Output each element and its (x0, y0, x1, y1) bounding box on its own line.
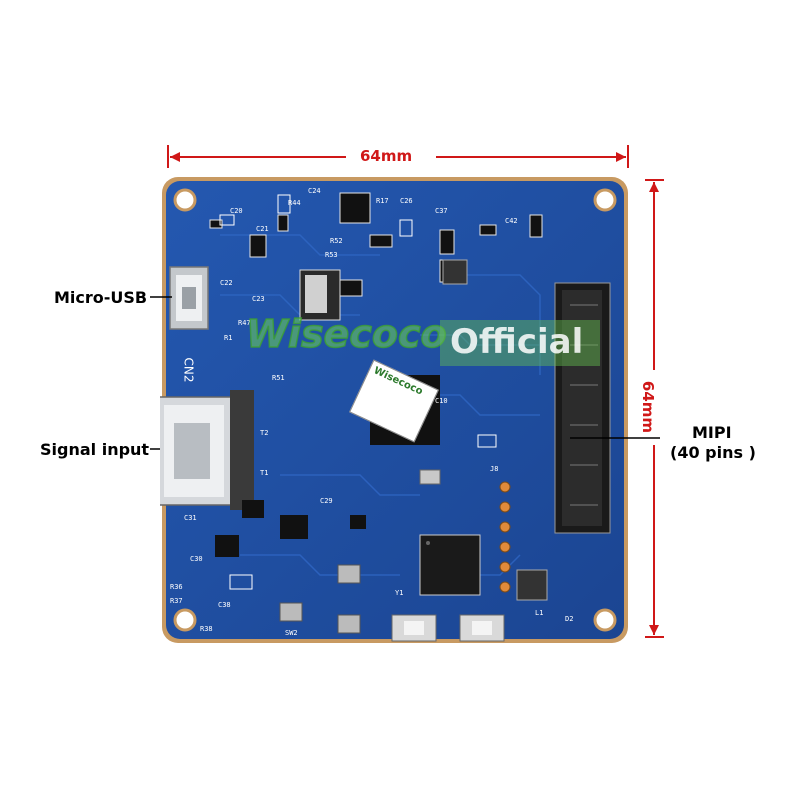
svg-text:J8: J8 (490, 465, 498, 473)
svg-text:C42: C42 (505, 217, 518, 225)
width-label: 64mm (360, 147, 413, 165)
svg-text:SW2: SW2 (285, 629, 298, 637)
svg-text:R44: R44 (288, 199, 301, 207)
svg-text:C38: C38 (218, 601, 231, 609)
svg-text:R51: R51 (272, 374, 285, 382)
mipi-label: MIPI (692, 423, 732, 442)
svg-text:R37: R37 (170, 597, 183, 605)
svg-text:C10: C10 (435, 397, 448, 405)
svg-text:Y1: Y1 (395, 589, 403, 597)
svg-text:R52: R52 (330, 237, 343, 245)
svg-text:C26: C26 (400, 197, 413, 205)
svg-text:C31: C31 (184, 514, 197, 522)
svg-text:T2: T2 (260, 429, 268, 437)
mipi-pins-label: (40 pins ) (670, 443, 756, 462)
svg-text:C29: C29 (320, 497, 333, 505)
svg-text:D2: D2 (565, 615, 573, 623)
watermark-brand: Wisecoco (245, 311, 447, 357)
watermark-badge (440, 320, 600, 366)
svg-text:C30: C30 (190, 555, 203, 563)
signal-input-label: Signal input (40, 440, 150, 459)
svg-text:C22: C22 (220, 279, 233, 287)
micro-usb-label: Micro-USB (54, 288, 148, 307)
svg-text:T1: T1 (260, 469, 268, 477)
svg-text:R36: R36 (170, 583, 183, 591)
svg-text:R53: R53 (325, 251, 338, 259)
svg-text:C23: C23 (252, 295, 265, 303)
svg-text:C24: C24 (308, 187, 321, 195)
svg-text:R38: R38 (200, 625, 213, 633)
svg-text:C20: C20 (230, 207, 243, 215)
watermark-suffix: Official (450, 322, 584, 362)
svg-text:C37: C37 (435, 207, 448, 215)
svg-text:R17: R17 (376, 197, 389, 205)
svg-text:C21: C21 (256, 225, 269, 233)
svg-text:R1: R1 (224, 334, 232, 342)
svg-text:R47: R47 (238, 319, 251, 327)
svg-text:L1: L1 (535, 609, 543, 617)
